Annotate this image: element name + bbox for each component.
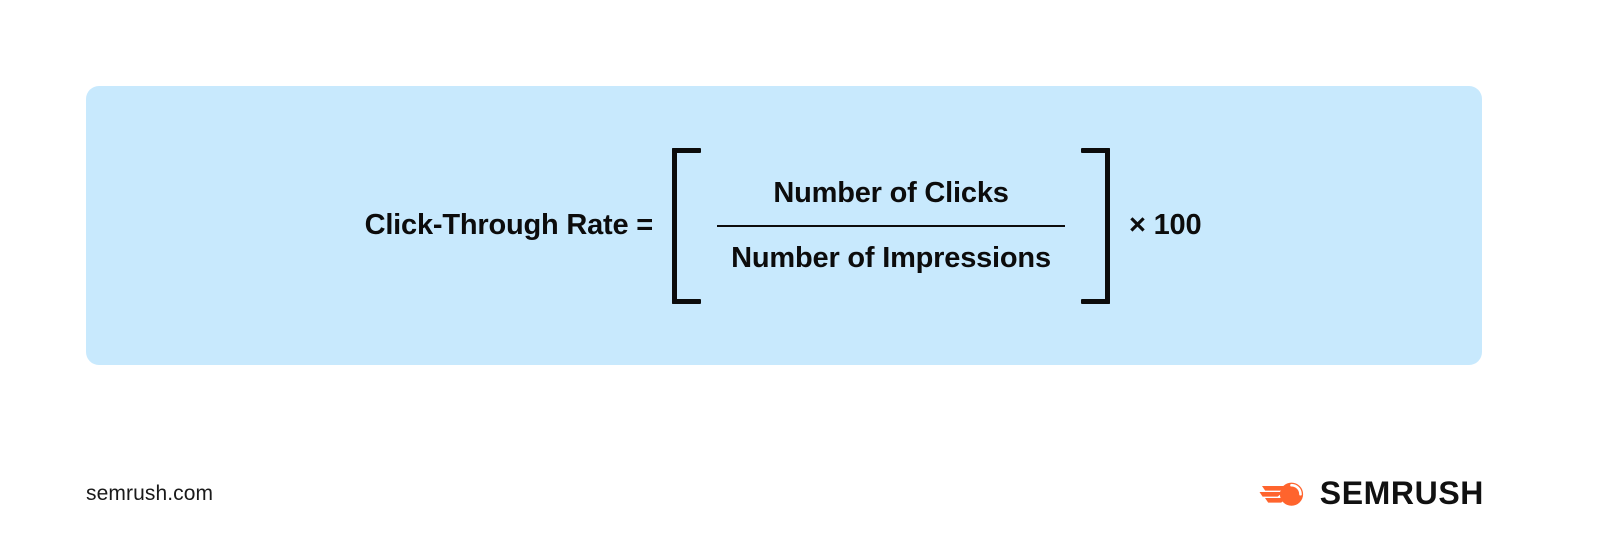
- open-bracket-top-arm: [672, 147, 702, 153]
- fraction: Number of Clicks Number of Impressions: [701, 176, 1081, 274]
- semrush-wordmark: SEMRUSH: [1319, 475, 1484, 511]
- semrush-logo: SEMRUSH: [1259, 476, 1484, 510]
- close-bracket-bottom-arm: [1081, 298, 1111, 304]
- close-bracket-icon: [1081, 147, 1111, 304]
- fraction-numerator: Number of Clicks: [773, 176, 1009, 209]
- formula-equation: Click-Through Rate = Number of Clicks Nu…: [86, 86, 1482, 365]
- close-bracket-stem: [1105, 147, 1111, 304]
- fraction-denominator: Number of Impressions: [731, 241, 1051, 274]
- open-bracket-stem: [672, 147, 678, 304]
- formula-left-hand-side: Click-Through Rate =: [364, 209, 654, 241]
- open-bracket-icon: [672, 147, 702, 304]
- fraction-bar: [717, 224, 1066, 227]
- formula-inner: Click-Through Rate = Number of Clicks Nu…: [364, 147, 1202, 304]
- site-url-label: semrush.com: [86, 481, 214, 505]
- semrush-comet-icon: [1259, 482, 1303, 506]
- formula-multiplier: × 100: [1129, 209, 1202, 241]
- close-bracket-top-arm: [1081, 147, 1111, 153]
- open-bracket-bottom-arm: [672, 298, 702, 304]
- formula-panel: Click-Through Rate = Number of Clicks Nu…: [86, 86, 1482, 365]
- footer: semrush.com SEMRUSH: [86, 470, 1484, 516]
